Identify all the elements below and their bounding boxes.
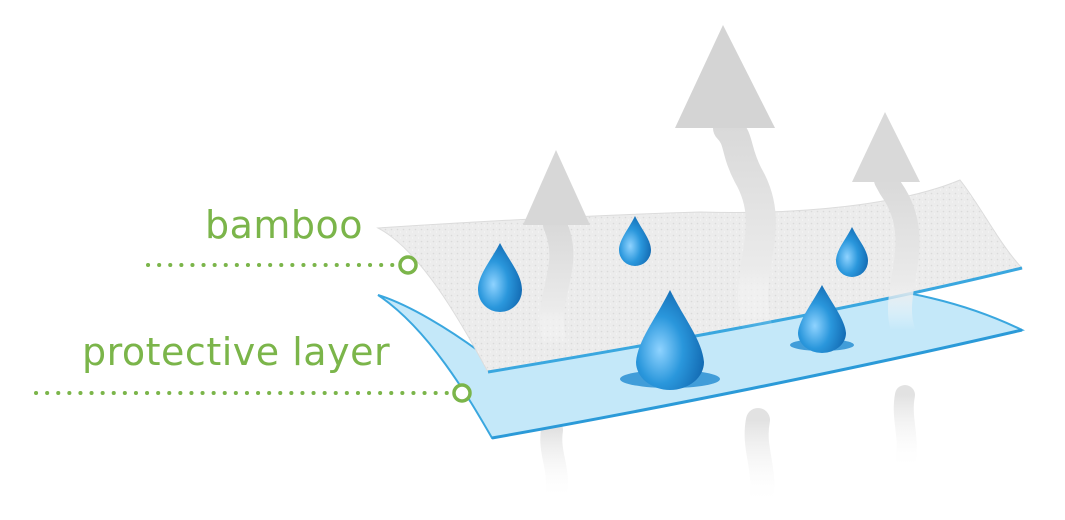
bamboo-label: bamboo [205, 203, 364, 247]
vapor-arrow-icon [523, 150, 590, 357]
vapor-arrow-icon [675, 25, 776, 345]
vapor-trails-below [540, 385, 917, 517]
water-droplet-icon [620, 290, 720, 390]
bamboo-leader-line [146, 255, 418, 275]
protective-layer-leader-line [34, 383, 472, 403]
water-droplet-icon [478, 243, 522, 312]
water-droplet-icon [619, 216, 651, 266]
vapor-arrow-icon [852, 112, 920, 342]
water-droplet-icon [790, 285, 854, 353]
protective-layer-label: protective layer [82, 330, 391, 374]
water-droplet-icon [836, 227, 868, 277]
